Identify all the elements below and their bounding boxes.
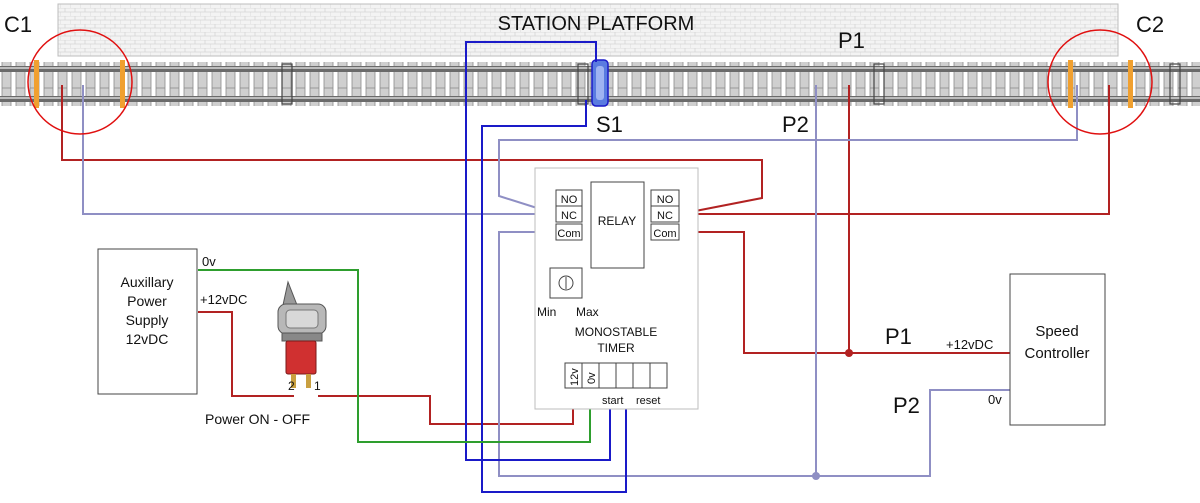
left-no-label: NO — [561, 194, 578, 206]
left-com-label: Com — [557, 228, 580, 240]
psu-line3: Supply — [126, 312, 169, 328]
pot-max-label: Max — [576, 305, 599, 319]
psu-line4: 12vDC — [126, 331, 169, 347]
right-no-label: NO — [657, 194, 674, 206]
c1-circle — [27, 29, 133, 135]
timer-title-line1: MONOSTABLE — [575, 325, 657, 339]
timer-terminals: 12v 0v — [564, 362, 668, 389]
power-supply-box — [97, 248, 198, 395]
switch-caption: Power ON - OFF — [205, 411, 310, 427]
c2-circle — [1047, 29, 1153, 135]
terminal-0v-label: 0v — [586, 372, 598, 384]
toggle-switch-icon — [277, 280, 327, 388]
p2-junction — [812, 472, 820, 480]
pot-min-label: Min — [537, 305, 556, 319]
left-nc-label: NC — [561, 210, 577, 222]
psu-line2: Power — [127, 293, 167, 309]
psu-line1: Auxillary — [121, 274, 174, 290]
label-p2-top: P2 — [782, 112, 809, 137]
label-c2: C2 — [1136, 12, 1164, 37]
relay-label: RELAY — [598, 214, 636, 228]
switch-pin2-label: 2 — [288, 379, 295, 393]
terminal-start-label: start — [602, 395, 623, 407]
label-s1: S1 — [596, 112, 623, 137]
controller-line1: Speed — [1035, 323, 1078, 340]
timer-title-line2: TIMER — [597, 341, 635, 355]
p1-junction — [845, 349, 853, 357]
label-p1-right: P1 — [885, 324, 912, 349]
switch-pin1-label: 1 — [314, 379, 321, 393]
lavender-wires — [82, 85, 1078, 477]
speed-controller-box — [1009, 273, 1106, 426]
relay-body — [590, 181, 645, 269]
label-p2-right: P2 — [893, 393, 920, 418]
psu-0v-label: 0v — [202, 254, 216, 269]
controller-0v-label: 0v — [988, 392, 1002, 407]
rail-breaks — [34, 60, 1133, 108]
relay-right-terminals: NO NC Com — [650, 189, 680, 241]
controller-line2: Controller — [1024, 345, 1089, 362]
label-c1: C1 — [4, 12, 32, 37]
terminal-12v-label: 12v — [569, 368, 581, 386]
red-wires — [61, 85, 1110, 425]
green-wires — [198, 269, 591, 443]
right-nc-label: NC — [657, 210, 673, 222]
terminal-reset-label: reset — [636, 395, 660, 407]
sensor-s1 — [591, 59, 609, 107]
blue-wires — [465, 41, 627, 493]
station-platform — [57, 3, 1119, 57]
right-com-label: Com — [653, 228, 676, 240]
controller-12v-label: +12vDC — [946, 337, 993, 352]
psu-12v-label: +12vDC — [200, 292, 247, 307]
label-p1-top: P1 — [838, 28, 865, 53]
relay-left-terminals: NO NC Com — [555, 189, 583, 241]
potentiometer-icon — [549, 267, 583, 299]
platform-title: STATION PLATFORM — [498, 13, 695, 35]
